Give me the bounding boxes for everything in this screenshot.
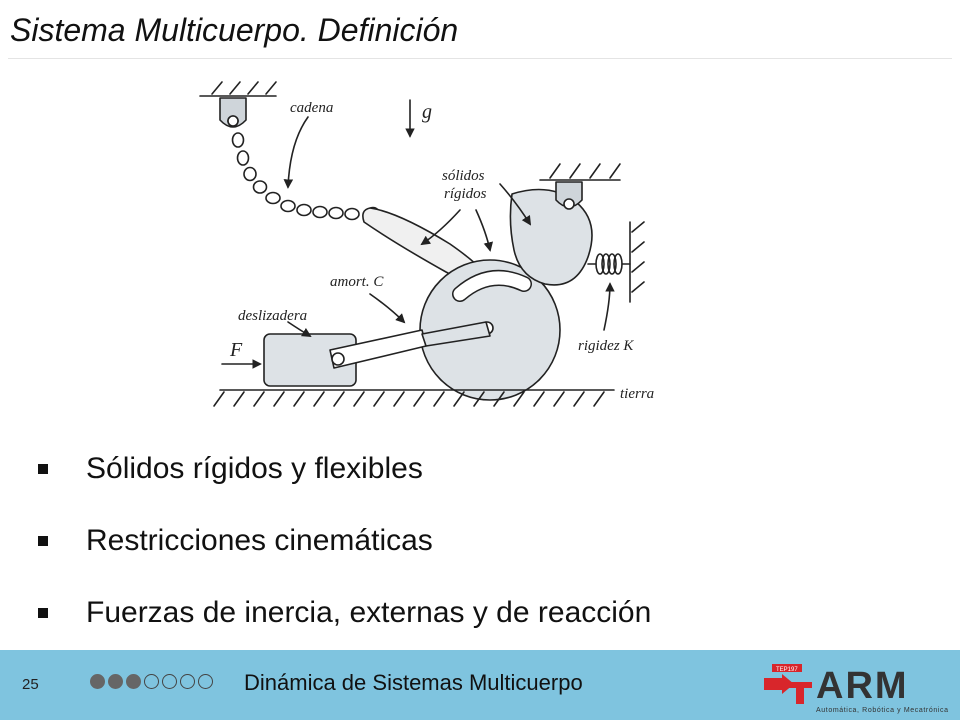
progress-dot-empty bbox=[198, 674, 213, 689]
progress-dot-empty bbox=[180, 674, 195, 689]
spring bbox=[587, 221, 645, 303]
slide-title: Sistema Multicuerpo. Definición bbox=[10, 12, 459, 48]
progress-indicator bbox=[90, 674, 213, 689]
label-amort: amort. C bbox=[330, 274, 384, 290]
course-title: Dinámica de Sistemas Multicuerpo bbox=[244, 670, 583, 695]
footer-bar: 25 Dinámica de Sistemas Multicuerpo TEP1… bbox=[0, 650, 960, 720]
label-solidos: sólidos bbox=[442, 168, 485, 184]
damper bbox=[329, 321, 491, 369]
logo-emblem-icon bbox=[764, 664, 812, 704]
bullet-item: Fuerzas de inercia, externas y de reacci… bbox=[38, 596, 651, 668]
label-deslizadera: deslizadera bbox=[238, 308, 307, 324]
label-rigidos: rígidos bbox=[444, 186, 487, 202]
label-gravity: g bbox=[422, 101, 432, 123]
ground bbox=[213, 389, 615, 407]
cam-body bbox=[509, 163, 621, 286]
logo-badge: TEP197 bbox=[776, 667, 798, 673]
bullet-square-icon bbox=[38, 608, 48, 618]
label-cadena: cadena bbox=[290, 100, 333, 116]
bullet-item: Restricciones cinemáticas bbox=[38, 524, 651, 596]
label-force: F bbox=[229, 339, 243, 361]
bullet-list: Sólidos rígidos y flexibles Restriccione… bbox=[38, 452, 651, 668]
progress-dot-filled bbox=[108, 674, 123, 689]
bullet-square-icon bbox=[38, 464, 48, 474]
chain bbox=[227, 115, 381, 222]
bullet-item: Sólidos rígidos y flexibles bbox=[38, 452, 651, 524]
logo-tagline: Automática, Robótica y Mecatrónica bbox=[816, 707, 948, 714]
progress-dot-filled bbox=[126, 674, 141, 689]
bullet-square-icon bbox=[38, 536, 48, 546]
page-number: 25 bbox=[22, 676, 39, 693]
label-rigidez: rigidez K bbox=[578, 338, 634, 354]
arm-logo: TEP197 ARM Automática, Robótica y Mecatr… bbox=[764, 664, 948, 714]
title-divider bbox=[8, 58, 952, 59]
logo-text: ARM bbox=[816, 665, 909, 707]
progress-dot-empty bbox=[144, 674, 159, 689]
label-tierra: tierra bbox=[620, 386, 654, 402]
progress-dot-filled bbox=[90, 674, 105, 689]
multibody-diagram: cadena g sólidos rígidos amort. C desliz… bbox=[199, 81, 654, 407]
progress-dot-empty bbox=[162, 674, 177, 689]
